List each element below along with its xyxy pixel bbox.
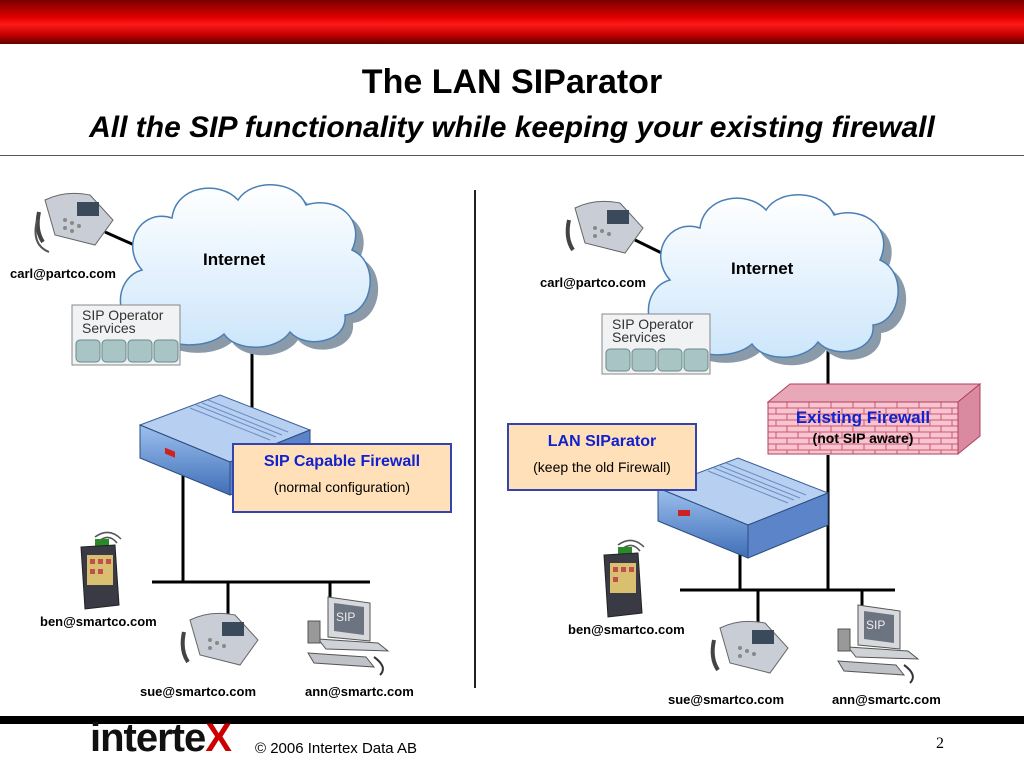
footer-bar [0, 716, 1024, 724]
slide-subtitle: All the SIP functionality while keeping … [89, 111, 935, 144]
right-pc-screen-label: SIP [866, 618, 885, 632]
right-cloud-label: Internet [731, 259, 794, 278]
existing-firewall-note: (not SIP aware) [812, 430, 914, 446]
left-cloud-label: Internet [203, 250, 266, 269]
right-sip-services-icon [601, 313, 711, 375]
logo-text: interte [90, 716, 206, 760]
left-phone-user-label: sue@smartco.com [140, 684, 256, 699]
right-sip-services-line2: Services [612, 329, 666, 345]
scenario-divider [474, 190, 476, 688]
left-remote-phone-icon [34, 192, 114, 253]
right-sip-services-label: SIP Operator Services [612, 316, 694, 345]
sip-capable-firewall-note: (normal configuration) [273, 479, 411, 495]
left-sip-services-icon [71, 304, 181, 366]
left-pc-user-label: ann@smartc.com [305, 684, 414, 699]
slide-title: The LAN SIParator [361, 63, 663, 101]
right-internet-cloud [647, 194, 907, 366]
siparator-device-icon [656, 457, 830, 559]
right-sip-services-line1: SIP Operator [612, 316, 694, 332]
right-remote-user-label: carl@partco.com [540, 275, 646, 290]
right-user-phone-icon [710, 620, 789, 674]
right-pda-user-label: ben@smartco.com [568, 622, 685, 637]
sip-capable-firewall-title: SIP Capable Firewall [263, 453, 421, 470]
right-remote-phone-icon [565, 200, 644, 254]
left-sip-services-label: SIP Operator Services [82, 307, 164, 336]
left-internet-cloud [119, 184, 379, 356]
left-remote-user-label: carl@partco.com [10, 266, 116, 281]
left-pc-icon: SIP [307, 596, 390, 676]
right-pda-icon [603, 539, 645, 618]
right-pc-user-label: ann@smartc.com [832, 692, 941, 707]
left-sip-services-line2: Services [82, 320, 136, 336]
right-pc-icon: SIP [837, 604, 920, 684]
left-links [104, 230, 370, 618]
title-rule [0, 155, 1024, 156]
lan-siparator-note: (keep the old Firewall) [533, 459, 671, 475]
existing-firewall-label: Existing Firewall (not SIP aware) [763, 408, 963, 446]
top-banner [0, 0, 1024, 44]
page-number: 2 [936, 735, 944, 752]
existing-firewall-title: Existing Firewall [795, 408, 931, 427]
sip-capable-firewall-callout: SIP Capable Firewall (normal configurati… [232, 443, 452, 513]
lan-siparator-title: LAN SIParator [547, 433, 657, 450]
right-phone-user-label: sue@smartco.com [668, 692, 784, 707]
left-pda-user-label: ben@smartco.com [40, 614, 157, 629]
copyright-text: © 2006 Intertex Data AB [255, 740, 417, 757]
left-pc-screen-label: SIP [336, 610, 355, 624]
existing-firewall-wall-icon [766, 382, 982, 456]
left-pda-icon [80, 531, 122, 610]
lan-siparator-callout: LAN SIParator (keep the old Firewall) [507, 423, 697, 491]
intertex-logo: interteX [90, 716, 232, 761]
left-user-phone-icon [180, 612, 259, 666]
logo-x: X [205, 716, 232, 760]
left-sip-services-line1: SIP Operator [82, 307, 164, 323]
